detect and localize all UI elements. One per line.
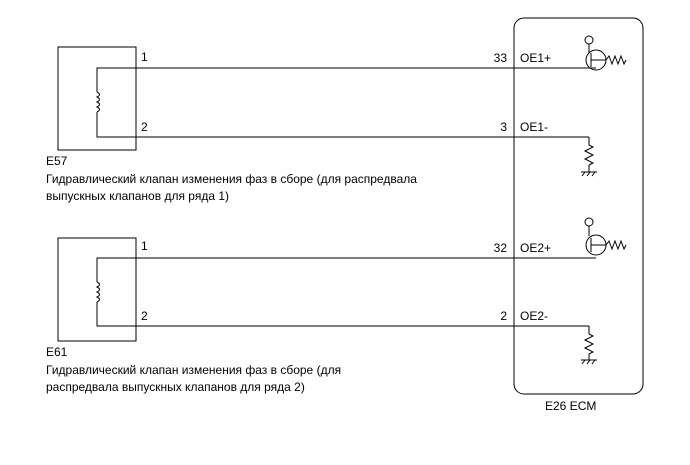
valve-e61-pin-1: 1 bbox=[141, 239, 148, 253]
coil-icon bbox=[95, 281, 100, 303]
valve-e61-description-2: распредвала выпускных клапанов для ряда … bbox=[46, 380, 305, 394]
transistor-icon bbox=[584, 35, 627, 71]
valve-e57 bbox=[57, 46, 137, 151]
valve-e61-pin-2: 2 bbox=[141, 309, 148, 323]
ecm-terminal-number: 3 bbox=[500, 120, 507, 134]
ecm-label: E26 ECM bbox=[545, 399, 596, 413]
valve-e57-pin-1: 1 bbox=[141, 50, 148, 64]
ecm-terminal-name: OE2+ bbox=[520, 241, 551, 255]
ecm-terminal-name: OE2- bbox=[520, 309, 548, 323]
valve-e57-description-2: выпускных клапанов для ряда 1) bbox=[46, 189, 229, 203]
ecm-terminal-number: 33 bbox=[494, 51, 508, 65]
valve-e57-description-1: Гидравлический клапан изменения фаз в сб… bbox=[46, 172, 417, 186]
ecm-terminal-name: OE1+ bbox=[520, 51, 551, 65]
valve-e57-pin-2: 2 bbox=[141, 120, 148, 134]
valve-e61-code: E61 bbox=[46, 345, 68, 359]
valve-e61-box bbox=[57, 237, 137, 342]
ecm-terminal-number: 2 bbox=[500, 309, 507, 323]
coil-icon bbox=[95, 91, 100, 113]
valve-e61 bbox=[57, 237, 137, 342]
valve-e61-description-1: Гидравлический клапан изменения фаз в сб… bbox=[46, 363, 341, 377]
ecm-terminal-number: 32 bbox=[494, 241, 508, 255]
valve-e57-code: E57 bbox=[46, 154, 68, 168]
ecm-box bbox=[513, 17, 644, 395]
transistor-icon bbox=[584, 217, 627, 256]
resistor-ground-icon bbox=[581, 137, 597, 177]
resistor-ground-icon bbox=[581, 326, 597, 365]
valve-e57-box bbox=[57, 46, 137, 151]
ecm-terminal-name: OE1- bbox=[520, 120, 548, 134]
